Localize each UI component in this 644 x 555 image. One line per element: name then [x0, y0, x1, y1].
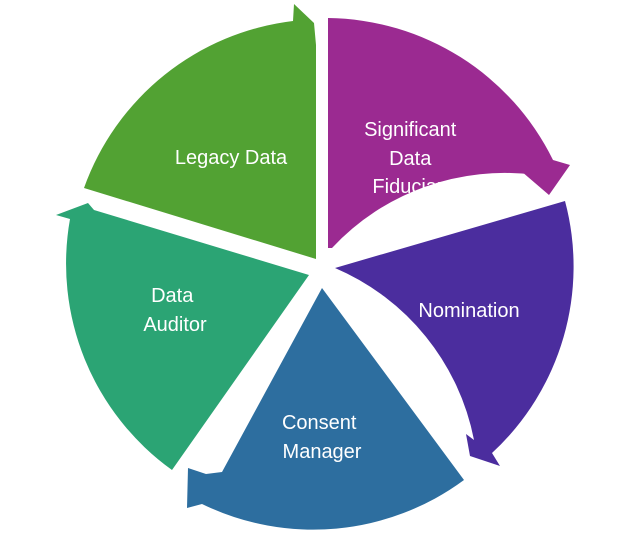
segment-shape-significant: [328, 18, 570, 248]
segment-consent-manager: Consent Manager: [187, 288, 464, 530]
segment-label-auditor: Data Auditor: [143, 285, 207, 336]
segment-label-significant: Significant Data Fiduciary: [364, 119, 462, 198]
segment-label-consent: Consent Manager: [282, 412, 362, 463]
segment-shape-consent: [187, 288, 464, 530]
segment-shape-nomination: [335, 201, 574, 466]
segment-data-auditor: Data Auditor: [56, 203, 309, 470]
segment-label-legacy: Legacy Data: [175, 147, 288, 169]
segment-nomination: Nomination: [335, 201, 574, 466]
segment-label-nomination: Nomination: [418, 300, 519, 322]
segment-shape-legacy: [84, 4, 316, 259]
segment-shape-auditor: [56, 203, 309, 470]
segment-significant-data-fiduciary: Significant Data Fiduciary: [328, 18, 570, 248]
segment-legacy-data: Legacy Data: [84, 4, 316, 259]
